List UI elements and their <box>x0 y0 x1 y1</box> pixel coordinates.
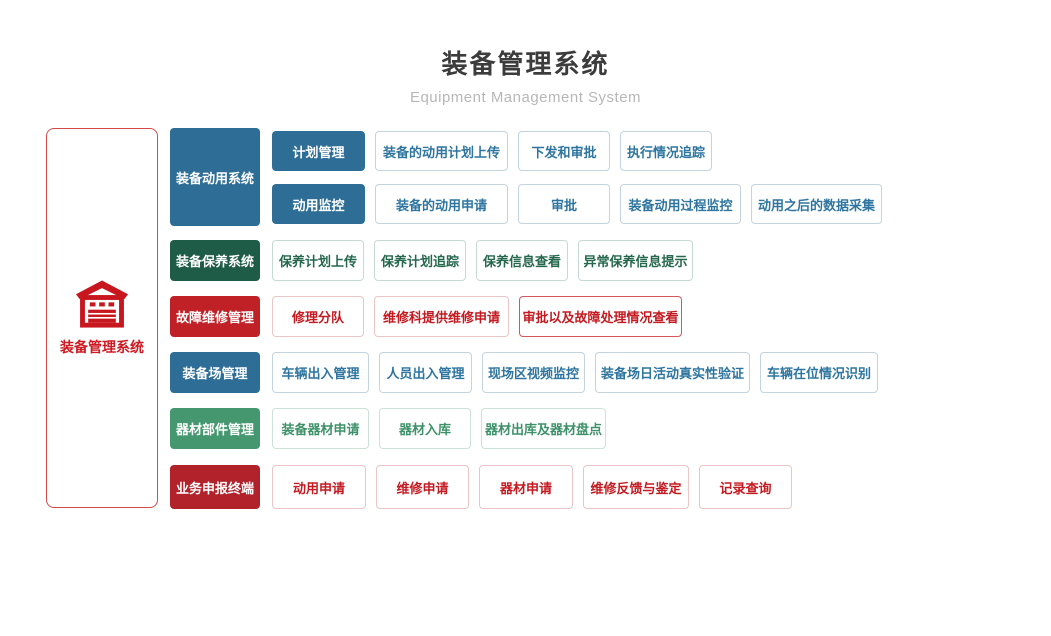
item-box: 装备的动用计划上传 <box>375 131 508 171</box>
item-box: 动用申请 <box>272 465 366 509</box>
item-box: 器材入库 <box>379 408 471 449</box>
page-subtitle: Equipment Management System <box>409 89 642 106</box>
item-box: 维修科提供维修申请 <box>374 296 509 337</box>
groups-area: 装备动用系统 计划管理 装备的动用计划上传 下发和审批 执行情况追踪 动用监控 … <box>170 128 1051 518</box>
subgroup-label-box: 动用监控 <box>272 184 365 224</box>
item-box: 保养计划追踪 <box>374 240 466 281</box>
item-box: 车辆在位情况识别 <box>760 352 878 393</box>
group-fault-repair: 故障维修管理 修理分队 维修科提供维修申请 审批以及故障处理情况查看 <box>170 296 682 337</box>
item-box: 装备的动用申请 <box>375 184 508 224</box>
root-system-label: 装备管理系统 <box>60 338 144 355</box>
group-label-box: 器材部件管理 <box>170 408 260 449</box>
item-box: 器材出库及器材盘点 <box>481 408 606 449</box>
group-items-row: 动用申请 维修申请 器材申请 维修反馈与鉴定 记录查询 <box>272 465 792 509</box>
group-items-row: 车辆出入管理 人员出入管理 现场区视频监控 装备场日活动真实性验证 车辆在位情况… <box>272 352 878 393</box>
item-box: 现场区视频监控 <box>482 352 585 393</box>
item-box: 维修反馈与鉴定 <box>583 465 689 509</box>
garage-icon <box>76 279 128 328</box>
item-box: 装备动用过程监控 <box>620 184 741 224</box>
group-reporting-terminal: 业务申报终端 动用申请 维修申请 器材申请 维修反馈与鉴定 记录查询 <box>170 465 792 509</box>
group-label-box: 装备动用系统 <box>170 128 260 226</box>
page-header: 装备管理系统 Equipment Management System <box>0 44 1051 106</box>
item-box: 修理分队 <box>272 296 364 337</box>
item-box: 维修申请 <box>376 465 469 509</box>
item-box: 动用之后的数据采集 <box>751 184 882 224</box>
item-box: 器材申请 <box>479 465 573 509</box>
root-system-box: 装备管理系统 <box>46 128 158 508</box>
item-box: 审批以及故障处理情况查看 <box>519 296 682 337</box>
subgroup-use-monitoring-row: 动用监控 装备的动用申请 审批 装备动用过程监控 动用之后的数据采集 <box>272 184 882 224</box>
item-box: 保养信息查看 <box>476 240 568 281</box>
subgroup-label-box: 计划管理 <box>272 131 365 171</box>
group-maintenance: 装备保养系统 保养计划上传 保养计划追踪 保养信息查看 异常保养信息提示 <box>170 240 693 281</box>
group-items-row: 装备器材申请 器材入库 器材出库及器材盘点 <box>272 408 606 449</box>
item-box: 下发和审批 <box>518 131 610 171</box>
group-equipment-use: 装备动用系统 计划管理 装备的动用计划上传 下发和审批 执行情况追踪 动用监控 … <box>170 128 882 226</box>
group-equipment-depot: 装备场管理 车辆出入管理 人员出入管理 现场区视频监控 装备场日活动真实性验证 … <box>170 352 878 393</box>
item-box: 执行情况追踪 <box>620 131 712 171</box>
item-box: 记录查询 <box>699 465 792 509</box>
item-box: 审批 <box>518 184 610 224</box>
subgroup-plan-management-row: 计划管理 装备的动用计划上传 下发和审批 执行情况追踪 <box>272 131 882 171</box>
group-parts-management: 器材部件管理 装备器材申请 器材入库 器材出库及器材盘点 <box>170 408 606 449</box>
item-box: 车辆出入管理 <box>272 352 369 393</box>
group-label-box: 装备场管理 <box>170 352 260 393</box>
group-label-box: 装备保养系统 <box>170 240 260 281</box>
group-label-box: 业务申报终端 <box>170 465 260 509</box>
page-title: 装备管理系统 <box>441 49 610 79</box>
group-label-box: 故障维修管理 <box>170 296 260 337</box>
group-items-row: 保养计划上传 保养计划追踪 保养信息查看 异常保养信息提示 <box>272 240 693 281</box>
item-box: 保养计划上传 <box>272 240 364 281</box>
item-box: 人员出入管理 <box>379 352 472 393</box>
group-items-row: 修理分队 维修科提供维修申请 审批以及故障处理情况查看 <box>272 296 682 337</box>
group-subrows: 计划管理 装备的动用计划上传 下发和审批 执行情况追踪 动用监控 装备的动用申请… <box>272 128 882 226</box>
item-box: 装备器材申请 <box>272 408 369 449</box>
item-box: 装备场日活动真实性验证 <box>595 352 750 393</box>
item-box: 异常保养信息提示 <box>578 240 693 281</box>
